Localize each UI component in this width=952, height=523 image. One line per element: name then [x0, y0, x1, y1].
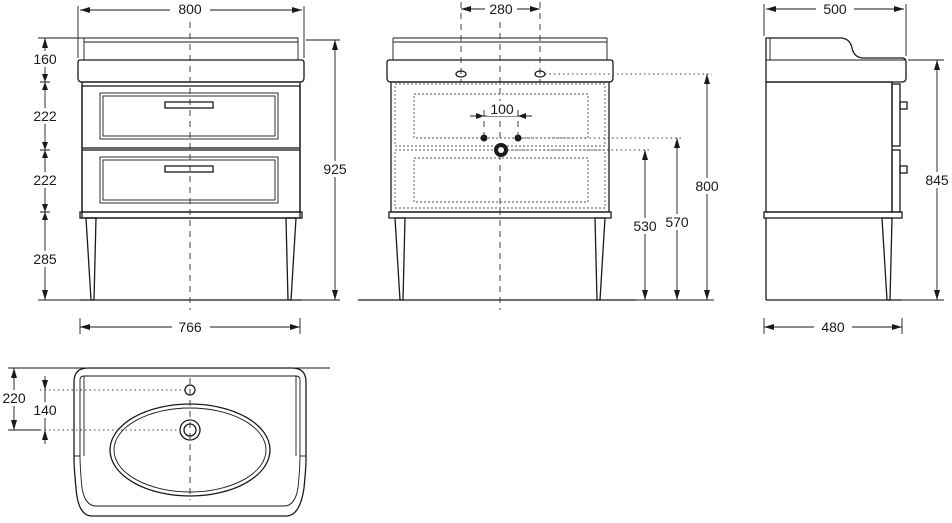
- dim-side-total-height: 845: [925, 172, 949, 188]
- top-view: 220 140: [0, 367, 330, 517]
- dim-pipe-height: 570: [665, 214, 689, 230]
- side-drawer-bottom: [891, 149, 901, 213]
- front-basin-outline: [77, 59, 305, 83]
- dim-total-height: 925: [323, 161, 347, 177]
- front-leg-left: [85, 217, 97, 301]
- front-drawer-top-panel: [99, 92, 279, 140]
- front-drawer-bottom-panel: [99, 156, 279, 204]
- rear-leg-right: [594, 217, 606, 301]
- front-basin-rim: [83, 37, 299, 60]
- rear-leg-left: [394, 217, 406, 301]
- dim-basin-height: 160: [33, 51, 57, 67]
- side-basin-outline: [765, 37, 907, 83]
- dim-width-top: 800: [178, 1, 202, 17]
- side-handle-bottom: [899, 165, 908, 174]
- front-drawer-top: [81, 85, 301, 149]
- dim-tap-offset: 220: [2, 390, 26, 406]
- front-plinth: [79, 211, 303, 219]
- tap-hole-left: [455, 70, 467, 78]
- side-drawer-top: [891, 83, 901, 147]
- dim-drawer-bottom-height: 222: [33, 172, 57, 188]
- front-drawer-bottom-handle: [164, 165, 214, 173]
- dim-tap-spacing: 280: [489, 1, 513, 17]
- top-basin-outline: [73, 367, 307, 517]
- dim-depth-bottom: 480: [821, 319, 845, 335]
- dim-leg-height: 285: [33, 251, 57, 267]
- side-handle-top: [899, 101, 908, 110]
- dim-drain-height: 530: [633, 218, 657, 234]
- side-plinth: [763, 211, 903, 219]
- dim-drain-offset: 140: [33, 402, 57, 418]
- front-view: 800 160 222 222 285 925 766: [28, 1, 352, 335]
- side-cabinet-body: [765, 81, 893, 213]
- side-leg: [881, 217, 893, 301]
- dim-top-height: 800: [695, 178, 719, 194]
- dim-drawer-top-height: 222: [33, 108, 57, 124]
- dim-depth-top: 500: [823, 1, 847, 17]
- dim-pipe-spacing: 100: [490, 101, 514, 117]
- front-leg-right: [285, 217, 297, 301]
- side-view: 500 845 480: [763, 1, 952, 335]
- rear-view: 280 100 530 570 800: [358, 1, 724, 310]
- dim-width-bottom: 766: [178, 319, 202, 335]
- front-drawer-top-handle: [164, 101, 214, 109]
